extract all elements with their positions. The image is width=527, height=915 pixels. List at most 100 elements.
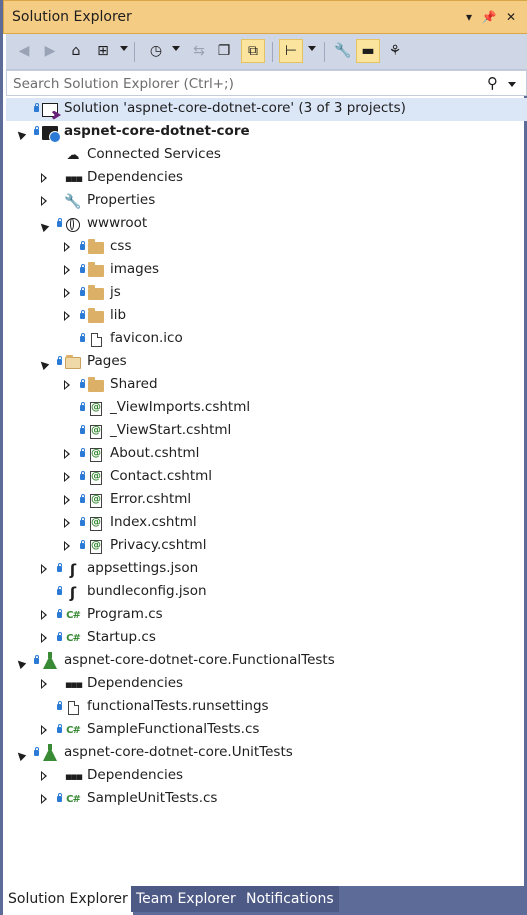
tree-item[interactable]: aspnet-core-dotnet-core.FunctionalTests (6, 650, 527, 673)
tree-item[interactable]: wwwroot (6, 213, 527, 236)
search-options-caret-icon[interactable] (508, 82, 516, 87)
tree-item[interactable]: ☁Connected Services (6, 144, 527, 167)
switch-views-caret-icon[interactable] (120, 46, 128, 51)
tree-item[interactable]: ▪▪▪Dependencies (6, 167, 527, 190)
tree-item[interactable]: About.cshtml (6, 443, 527, 466)
tab-notifications[interactable]: Notifications (241, 886, 339, 912)
collapsed-arrow-icon[interactable] (64, 449, 70, 459)
tree-item[interactable]: Error.cshtml (6, 489, 527, 512)
tree-item[interactable]: lib (6, 305, 527, 328)
tree-item[interactable]: aspnet-core-dotnet-core.UnitTests (6, 742, 527, 765)
pending-changes-filter-icon[interactable]: ◷ (149, 43, 163, 59)
collapsed-arrow-icon[interactable] (64, 472, 70, 482)
lock-icon (34, 126, 39, 135)
back-icon[interactable]: ◀ (18, 43, 30, 59)
tree-item[interactable]: ▪▪▪Dependencies (6, 673, 527, 696)
folder-icon (87, 307, 105, 325)
lock-icon (57, 356, 62, 365)
collapsed-arrow-icon[interactable] (41, 564, 47, 574)
web-project-icon (41, 124, 61, 143)
collapsed-arrow-icon[interactable] (64, 242, 70, 252)
collapsed-arrow-icon[interactable] (64, 311, 70, 321)
collapsed-arrow-icon[interactable] (41, 173, 47, 183)
home-icon[interactable]: ⌂ (71, 43, 81, 59)
expanded-arrow-icon[interactable] (14, 657, 27, 670)
lock-icon (57, 701, 62, 710)
tree-item[interactable]: Index.cshtml (6, 512, 527, 535)
properties-icon[interactable]: 🔧 (334, 43, 352, 59)
collapsed-arrow-icon[interactable] (41, 771, 47, 781)
collapsed-arrow-icon[interactable] (64, 518, 70, 528)
tree-item[interactable]: images (6, 259, 527, 282)
tree-item[interactable]: favicon.ico (6, 328, 527, 351)
tree-item[interactable]: css (6, 236, 527, 259)
preview-selected-icon[interactable]: ⊢ (279, 39, 303, 63)
solution-icon (41, 101, 59, 118)
collapsed-arrow-icon[interactable] (41, 725, 47, 735)
pin-icon[interactable]: 📌 (481, 10, 497, 24)
tree-item-label: About.cshtml (110, 445, 200, 461)
csharp-file-icon: C# (66, 633, 81, 644)
tree-item[interactable]: Pages (6, 351, 527, 374)
collapse-all-icon[interactable]: ❐ (217, 43, 231, 59)
tab-team-explorer[interactable]: Team Explorer (131, 886, 241, 912)
globe-icon (64, 216, 82, 233)
collapsed-arrow-icon[interactable] (64, 541, 70, 551)
tree-item[interactable]: functionalTests.runsettings (6, 696, 527, 719)
tree-item[interactable]: C#Startup.cs (6, 627, 527, 650)
tree-item[interactable]: C#SampleUnitTests.cs (6, 788, 527, 811)
tab-solution-explorer[interactable]: Solution Explorer (3, 886, 133, 915)
preview-selected-caret-icon[interactable] (308, 46, 316, 51)
expanded-arrow-icon[interactable] (14, 128, 27, 141)
tree-item-label: aspnet-core-dotnet-core (64, 123, 250, 139)
tree-item[interactable]: Shared (6, 374, 527, 397)
collapsed-arrow-icon[interactable] (64, 265, 70, 275)
pending-changes-caret-icon[interactable] (172, 46, 180, 51)
collapsed-arrow-icon[interactable] (41, 633, 47, 643)
tree-item-label: bundleconfig.json (87, 583, 207, 599)
tree-item[interactable]: C#SampleFunctionalTests.cs (6, 719, 527, 742)
lock-icon (80, 287, 85, 296)
expanded-arrow-icon[interactable] (14, 749, 27, 762)
collapsed-arrow-icon[interactable] (41, 196, 47, 206)
tree-item[interactable]: C#Program.cs (6, 604, 527, 627)
collapsed-arrow-icon[interactable] (41, 679, 47, 689)
window-menu-caret-icon[interactable]: ▾ (465, 10, 473, 24)
search-box[interactable]: ⚲ (6, 70, 527, 96)
forward-icon[interactable]: ▶ (44, 43, 56, 59)
tree-item[interactable]: ▪▪▪Dependencies (6, 765, 527, 788)
tree-item[interactable]: Contact.cshtml (6, 466, 527, 489)
folder-icon (87, 238, 105, 256)
lock-icon (80, 264, 85, 273)
sync-icon[interactable]: ⇆ (193, 43, 205, 59)
show-all-files-icon[interactable]: ⧉ (241, 39, 265, 63)
search-icon[interactable]: ⚲ (487, 74, 498, 92)
collapsed-arrow-icon[interactable] (64, 380, 70, 390)
class-view-icon[interactable]: ⚘ (388, 43, 402, 59)
collapsed-arrow-icon[interactable] (64, 495, 70, 505)
expanded-arrow-icon[interactable] (37, 358, 50, 371)
preview-pane-icon[interactable]: ▬ (356, 39, 380, 63)
collapsed-arrow-icon[interactable] (64, 288, 70, 298)
close-icon[interactable]: ✕ (505, 10, 517, 24)
collapsed-arrow-icon[interactable] (41, 794, 47, 804)
csharp-file-icon: C# (66, 725, 81, 736)
tree-item[interactable]: _ViewImports.cshtml (6, 397, 527, 420)
tree-item[interactable]: Privacy.cshtml (6, 535, 527, 558)
tree-item[interactable]: 🔧Properties (6, 190, 527, 213)
tree-item[interactable]: Solution 'aspnet-core-dotnet-core' (3 of… (6, 98, 527, 121)
tree-item[interactable]: _ViewStart.cshtml (6, 420, 527, 443)
collapsed-arrow-icon[interactable] (41, 610, 47, 620)
file-icon (64, 699, 82, 716)
tree-item[interactable]: js (6, 282, 527, 305)
folder-icon (87, 376, 105, 394)
expanded-arrow-icon[interactable] (37, 220, 50, 233)
search-input[interactable] (11, 74, 475, 94)
switch-views-icon[interactable]: ⊞ (97, 43, 109, 59)
lock-icon (34, 747, 39, 756)
wrench-icon: 🔧 (64, 193, 82, 210)
folder-icon (87, 261, 105, 279)
tree-item[interactable]: aspnet-core-dotnet-core (6, 121, 527, 144)
